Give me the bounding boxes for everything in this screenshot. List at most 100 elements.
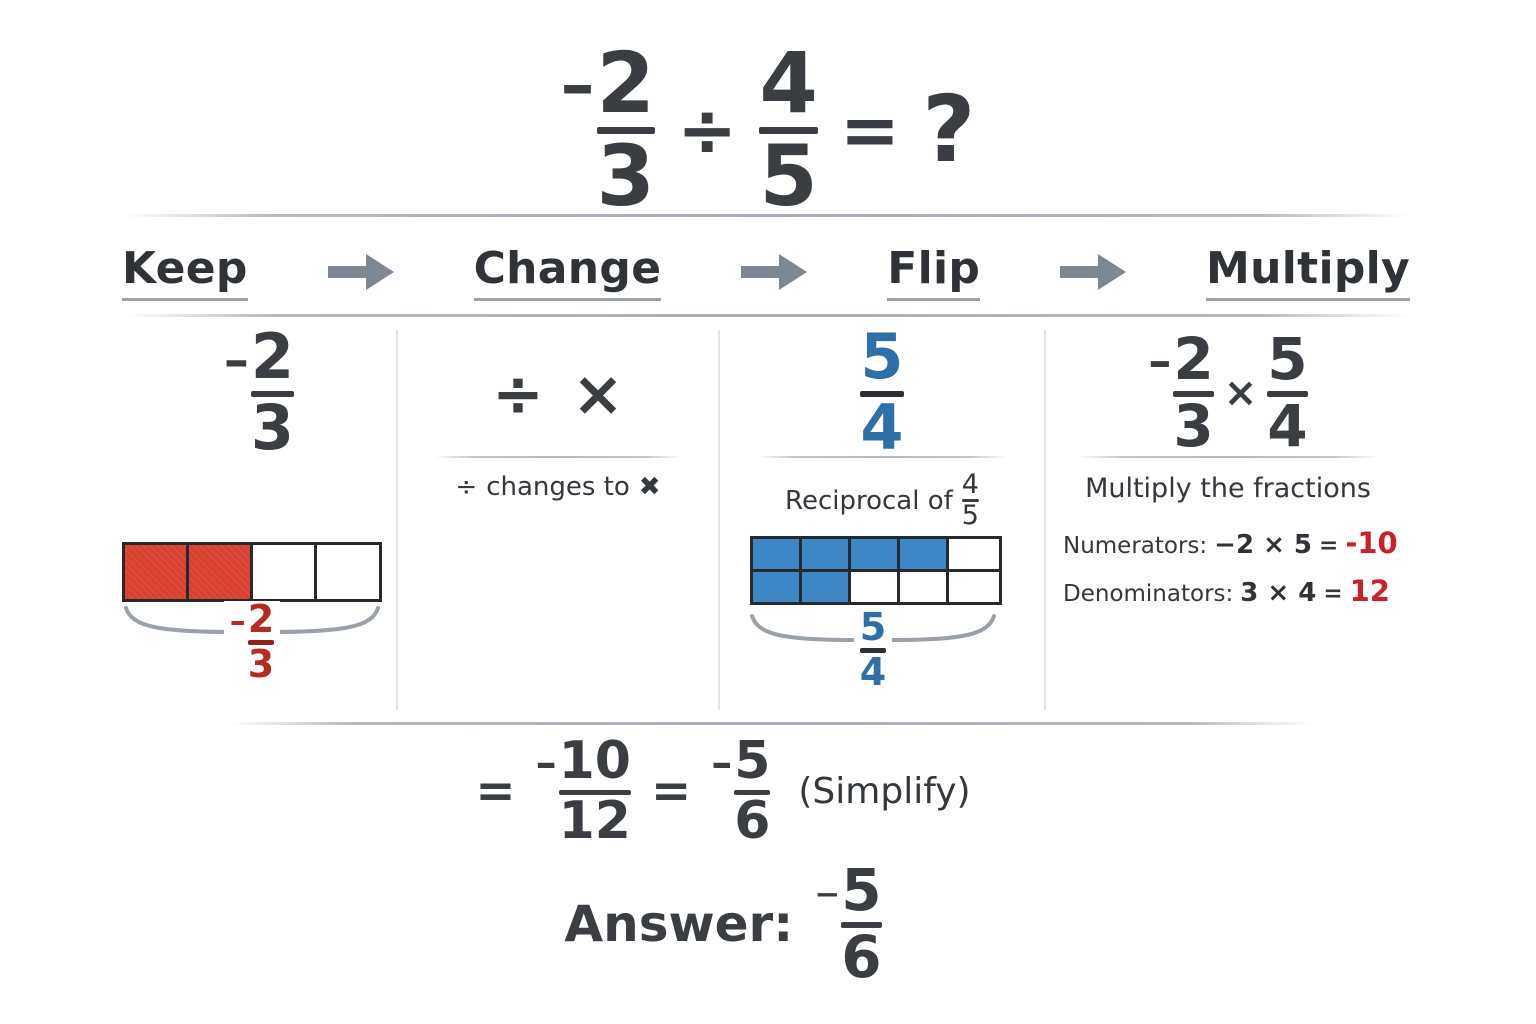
answer-sign: –: [815, 864, 840, 920]
flip-caption-text: Reciprocal of: [785, 485, 953, 516]
simplify-fraction-1-bar: [558, 789, 631, 795]
keep-bar-cell-4: [317, 545, 373, 599]
keep-fraction-bar: [250, 391, 295, 397]
keep-sign: –: [223, 331, 249, 390]
flip-grid-row-1: [753, 539, 999, 572]
flip-grid-cell-r1c3: [851, 539, 900, 569]
flip-brace-numerator: 5: [859, 604, 887, 649]
flip-caption: Reciprocal of 4 5: [720, 458, 1044, 530]
arrow-change-to-flip: [661, 250, 887, 294]
arrow-flip-to-multiply: [980, 250, 1206, 294]
multiply-left-sign: –: [1148, 334, 1172, 389]
flip-caption-rule: [757, 456, 1007, 458]
flip-grid-cell-r1c4: [900, 539, 949, 569]
multiply-denominators-line: Denominators: 3 × 4 = 12: [1063, 574, 1393, 608]
simplify-note: (Simplify): [798, 770, 971, 812]
keep-brace-sign: –: [229, 601, 246, 640]
multiply-denominators-label: Denominators:: [1063, 581, 1234, 607]
simplify-fraction-2-denominator: 6: [734, 790, 771, 851]
simplify-row: = – 10 12 = – 5 6 (Simplify): [0, 731, 1536, 851]
multiply-numerators-label: Numerators:: [1063, 533, 1208, 559]
simplify-fraction-2-bar: [734, 789, 771, 795]
divider-rule-bottom: [228, 722, 1314, 725]
column-keep: – 2 3 – 2: [122, 320, 396, 710]
column-flip: 5 4 Reciprocal of 4 5: [718, 320, 1044, 710]
flip-expression: 5 4: [720, 320, 1044, 464]
flip-brace-label: 5 4: [853, 604, 893, 694]
keep-denominator: 3: [250, 391, 295, 464]
multiply-right-denominator: 4: [1267, 392, 1308, 460]
keep-brace-fraction-bar: [247, 640, 275, 645]
keep-bar-cell-2: [189, 545, 253, 599]
multiply-caption: Multiply the fractions: [1046, 458, 1410, 504]
keep-brace-label: – 2 3: [223, 600, 281, 686]
step-header-change[interactable]: Change: [473, 243, 662, 301]
flip-numerator: 5: [860, 320, 904, 394]
title-left-fraction: – 2 3: [560, 34, 655, 226]
flip-grid-cell-r2c3: [851, 572, 900, 602]
flip-brace: 5 4: [748, 604, 998, 694]
multiply-numerators-equals: =: [1319, 533, 1339, 559]
flip-grid-cell-r2c2: [802, 572, 851, 602]
change-caption-rule: [435, 456, 681, 458]
title-equals-sign: =: [839, 87, 901, 172]
multiply-right-fraction: 5 4: [1267, 325, 1308, 460]
flip-grid-cell-r1c2: [802, 539, 851, 569]
step-header-multiply[interactable]: Multiply: [1206, 243, 1410, 301]
column-multiply: – 2 3 × 5 4 Multiply the fractions Numer…: [1044, 330, 1410, 710]
simplify-fraction-1: – 10 12: [535, 731, 631, 851]
change-expression: ÷ ×: [398, 330, 718, 456]
keep-bar-model: [122, 542, 382, 602]
title-left-sign: –: [560, 46, 595, 125]
answer-label: Answer:: [564, 894, 794, 953]
answer-denominator: 6: [841, 922, 882, 991]
multiply-right-fraction-bar: [1267, 391, 1308, 397]
simplify-fraction-1-sign: –: [535, 738, 557, 787]
title-question-mark: ?: [922, 76, 976, 184]
multiply-left-denominator: 3: [1173, 392, 1214, 460]
multiply-left-fraction-bar: [1173, 391, 1214, 397]
change-divide-symbol: ÷: [492, 356, 544, 430]
title-right-fraction: 4 5: [759, 34, 818, 226]
multiply-numerators-result: -10: [1345, 526, 1398, 560]
keep-brace: – 2 3: [122, 600, 382, 686]
multiply-right-numerator: 5: [1267, 325, 1308, 394]
flip-denominator: 4: [860, 391, 904, 464]
multiply-operator: ×: [1223, 370, 1258, 416]
arrow-keep-to-change: [248, 250, 474, 294]
simplify-fraction-1-denominator: 12: [558, 790, 631, 851]
flip-grid-row-2: [753, 572, 999, 602]
flip-grid-cell-r2c4: [900, 572, 949, 602]
flip-caption-denominator: 5: [961, 500, 979, 532]
multiply-left-numerator: 2: [1173, 325, 1214, 394]
flip-brace-denominator: 4: [859, 650, 887, 694]
flip-caption-fraction: 4 5: [961, 469, 979, 532]
simplify-equals-1: =: [475, 763, 516, 820]
multiply-numerators-line: Numerators: −2 × 5 = -10: [1063, 526, 1398, 560]
change-caption-text: changes to: [486, 472, 630, 502]
multiply-denominators-result: 12: [1349, 574, 1390, 608]
title-left-denominator: 3: [596, 127, 655, 226]
title-left-numerator: 2: [596, 34, 655, 132]
change-caption: ÷ changes to ✖: [398, 458, 718, 502]
column-change: ÷ × ÷ changes to ✖: [396, 330, 718, 710]
multiply-denominators-equals: =: [1323, 581, 1343, 607]
flip-caption-numerator: 4: [961, 469, 979, 500]
answer-fraction-bar: [841, 921, 882, 928]
step-header-keep[interactable]: Keep: [122, 243, 248, 301]
keep-brace-denominator: 3: [247, 642, 275, 686]
flip-grid-cell-r1c5: [949, 539, 993, 569]
multiply-numerators-expression: −2 × 5: [1214, 530, 1313, 560]
flip-grid-cell-r2c5: [949, 572, 993, 602]
title-right-denominator: 5: [759, 127, 818, 226]
multiply-expression: – 2 3 × 5 4: [1046, 330, 1410, 456]
simplify-fraction-2-sign: –: [711, 738, 733, 787]
flip-grid-cell-r1c1: [753, 539, 802, 569]
step-header-flip[interactable]: Flip: [887, 243, 981, 301]
keep-numerator: 2: [250, 320, 295, 394]
title-right-numerator: 4: [759, 34, 818, 132]
answer-numerator: 5: [841, 856, 882, 924]
flip-caption-fraction-bar: [961, 499, 979, 503]
simplify-fraction-1-numerator: 10: [558, 731, 631, 791]
simplify-fraction-2-numerator: 5: [734, 731, 771, 791]
